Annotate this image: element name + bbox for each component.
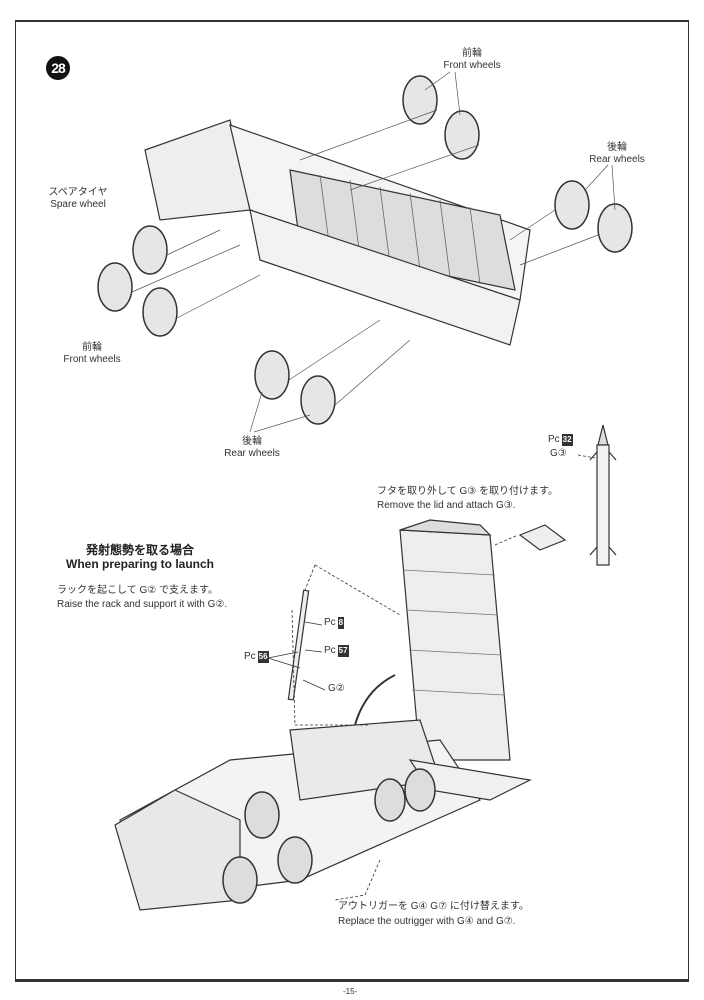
pc-text: Pc	[548, 434, 560, 445]
rotation-arrow	[354, 674, 396, 726]
label-en: Rear wheels	[224, 448, 280, 459]
label-en: Rear wheels	[589, 154, 645, 165]
spare-wheel-label: スペアタイヤ Spare wheel	[49, 187, 108, 211]
truck-top-drawing	[144, 119, 531, 346]
pc-text: Pc	[244, 651, 256, 662]
rear-wheels-label-right: 後輪 Rear wheels	[589, 142, 645, 166]
launch-instruction-ja: ラックを起こして G② で支えます。	[57, 585, 218, 596]
pc-text: Pc	[324, 617, 336, 628]
outrigger-instruction-ja: アウトリガーを G④ G⑦ に付け替えます。	[338, 901, 529, 912]
label-ja: 後輪	[242, 436, 262, 447]
label-en: Spare wheel	[50, 199, 106, 210]
pc-number: 32	[561, 434, 573, 446]
lid-instruction-ja: フタを取り外して G③ を取り付けます。	[377, 486, 558, 497]
front-wheels-label-left: 前輪 Front wheels	[63, 342, 120, 366]
pc-number: 8	[337, 617, 345, 629]
lid-drawing	[518, 524, 567, 551]
g2-part-label: G②	[328, 683, 345, 694]
label-ja: 前輪	[82, 342, 102, 353]
label-en: Front wheels	[63, 354, 121, 365]
pc-text: Pc	[324, 645, 336, 656]
lid-instruction-en: Remove the lid and attach G③.	[377, 500, 516, 511]
page-frame	[15, 20, 689, 982]
step-number-badge: 28	[46, 56, 70, 80]
launch-instruction-en: Raise the rack and support it with G②.	[57, 599, 228, 610]
missile-drawing	[589, 424, 617, 566]
pc-number: 57	[337, 645, 349, 657]
label-ja: スペアタイヤ	[48, 187, 108, 198]
rear-wheels-label-bottom: 後輪 Rear wheels	[224, 436, 280, 460]
label-en: Front wheels	[443, 60, 501, 71]
missile-part-label: G③	[550, 448, 567, 459]
pc-number: 56	[257, 651, 269, 663]
outrigger-instruction-en: Replace the outrigger with G④ and G⑦.	[338, 916, 516, 927]
wheels	[97, 75, 633, 425]
launch-title-en: When preparing to launch	[65, 557, 215, 571]
label-ja: 後輪	[607, 142, 627, 153]
launch-title-ja: 発射態勢を取る場合	[85, 543, 195, 557]
support-rod-drawing	[287, 589, 310, 701]
leader-lines	[131, 71, 616, 433]
label-ja: 前輪	[462, 48, 482, 59]
truck-launch-drawing	[114, 519, 532, 911]
front-wheels-label-top: 前輪 Front wheels	[443, 48, 500, 72]
page-number: -15-	[343, 987, 358, 996]
